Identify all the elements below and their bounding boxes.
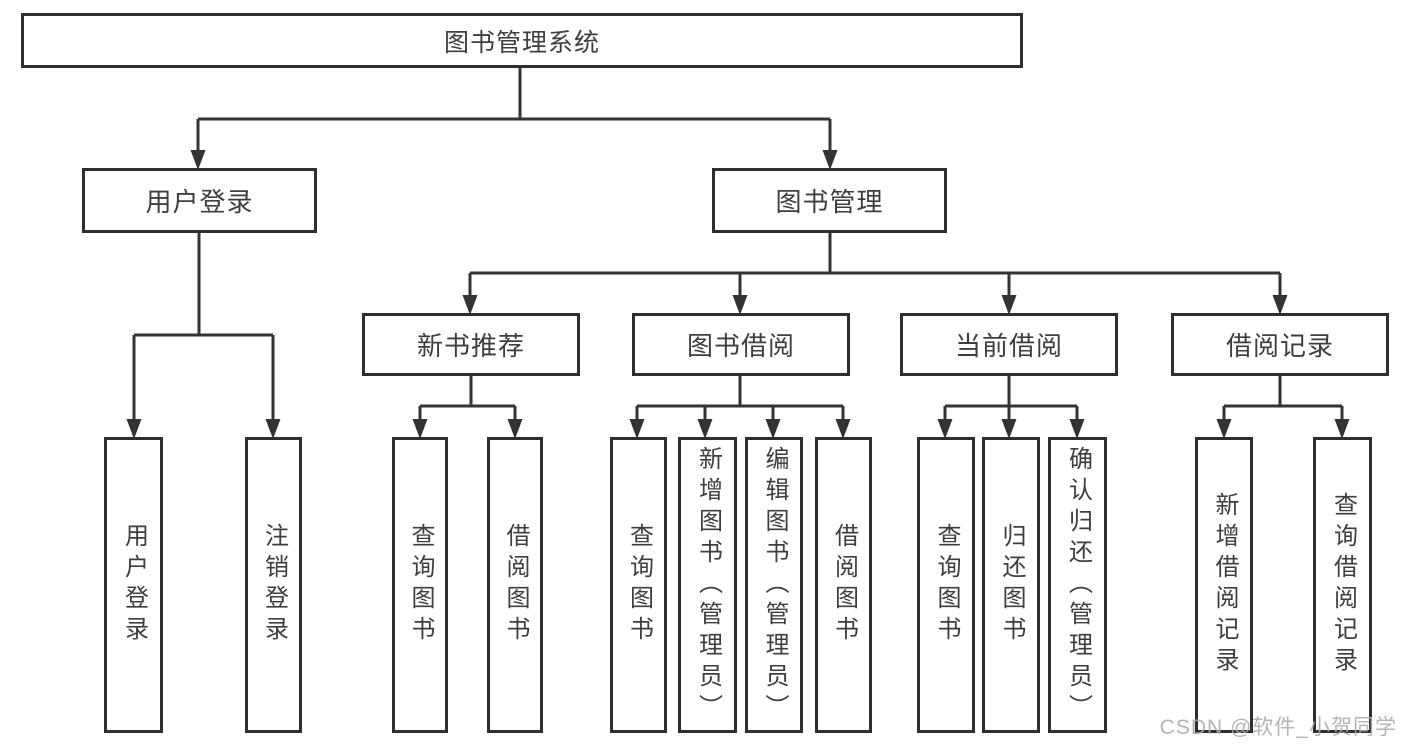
- branch-current-to-leaves: [943, 376, 1079, 421]
- leaf-records-add-record: 新增借阅记录: [1195, 437, 1253, 733]
- leaf-newbook-borrow-books: 借阅图书: [487, 437, 543, 733]
- leaf-logout-label: 注销登录: [260, 523, 288, 647]
- arrow-down-icon: [937, 419, 953, 439]
- arrow-down-icon: [765, 419, 781, 439]
- leaf-borrow-query-books: 查询图书: [610, 437, 667, 733]
- arrow-down-icon: [265, 419, 281, 439]
- arrow-down-icon: [462, 295, 478, 315]
- leaf-records-add-record-label: 新增借阅记录: [1211, 492, 1238, 678]
- leaf-borrow-edit-books-admin-label: 编辑图书（管理员）: [761, 445, 788, 725]
- leaf-newbook-query-books-label: 查询图书: [407, 523, 434, 647]
- leaf-borrow-borrow-books-label: 借阅图书: [830, 523, 858, 647]
- node-new-book-recommend-label: 新书推荐: [416, 331, 525, 361]
- arrow-down-icon: [412, 419, 428, 439]
- node-book-management: 图书管理: [712, 168, 947, 233]
- arrow-down-icon: [1001, 295, 1017, 315]
- node-user-login: 用户登录: [82, 168, 317, 233]
- node-user-login-label: 用户登录: [145, 187, 254, 217]
- leaf-current-confirm-return-admin-label: 确认归还（管理员）: [1064, 445, 1092, 725]
- leaf-current-query-books-label: 查询图书: [933, 523, 960, 647]
- branch-mgmt-to-level3: [468, 233, 1282, 297]
- arrow-down-icon: [629, 419, 645, 439]
- node-book-borrow-label: 图书借阅: [686, 331, 795, 361]
- branch-root-to-level2: [196, 68, 832, 152]
- leaf-records-query-record: 查询借阅记录: [1313, 437, 1372, 733]
- leaf-current-return-books: 归还图书: [982, 437, 1040, 733]
- leaf-logout: 注销登录: [245, 437, 302, 733]
- node-book-borrow: 图书借阅: [632, 313, 850, 376]
- csdn-watermark: CSDN @软件_小贺同学: [1159, 716, 1397, 739]
- arrow-down-icon: [822, 150, 838, 170]
- leaf-borrow-add-books-admin: 新增图书（管理员）: [678, 437, 737, 733]
- node-book-management-label: 图书管理: [775, 187, 884, 217]
- leaf-borrow-add-books-admin-label: 新增图书（管理员）: [694, 445, 722, 725]
- branch-login-to-leaves: [132, 233, 275, 421]
- leaf-newbook-query-books: 查询图书: [392, 437, 448, 733]
- arrow-down-icon: [507, 419, 523, 439]
- leaf-current-confirm-return-admin: 确认归还（管理员）: [1048, 437, 1107, 733]
- arrow-down-icon: [1001, 419, 1017, 439]
- arrow-down-icon: [1272, 295, 1288, 315]
- node-new-book-recommend: 新书推荐: [362, 313, 580, 376]
- node-root-system: 图书管理系统: [21, 13, 1023, 68]
- node-borrow-records-label: 借阅记录: [1225, 331, 1334, 361]
- node-current-borrow: 当前借阅: [900, 313, 1118, 376]
- branch-borrow-to-leaves: [635, 376, 845, 421]
- arrow-down-icon: [126, 419, 142, 439]
- arrow-down-icon: [1216, 419, 1232, 439]
- arrow-down-icon: [732, 295, 748, 315]
- arrow-down-icon: [697, 419, 713, 439]
- leaf-user-login: 用户登录: [104, 437, 163, 733]
- leaf-borrow-borrow-books: 借阅图书: [815, 437, 872, 733]
- leaf-user-login-label: 用户登录: [120, 523, 148, 647]
- leaf-borrow-query-books-label: 查询图书: [625, 523, 653, 647]
- node-current-borrow-label: 当前借阅: [954, 331, 1063, 361]
- arrow-down-icon: [1334, 419, 1350, 439]
- node-borrow-records: 借阅记录: [1171, 313, 1389, 376]
- arrow-down-icon: [1069, 419, 1085, 439]
- leaf-current-query-books: 查询图书: [917, 437, 975, 733]
- leaf-borrow-edit-books-admin: 编辑图书（管理员）: [745, 437, 803, 733]
- node-root-label: 图书管理系统: [443, 28, 600, 57]
- leaf-records-query-record-label: 查询借阅记录: [1329, 492, 1357, 678]
- arrow-down-icon: [190, 150, 206, 170]
- branch-records-to-leaves: [1222, 376, 1344, 421]
- leaf-newbook-borrow-books-label: 借阅图书: [502, 523, 529, 647]
- arrow-down-icon: [835, 419, 851, 439]
- leaf-current-return-books-label: 归还图书: [998, 523, 1025, 647]
- branch-newbook-to-leaves: [418, 376, 517, 421]
